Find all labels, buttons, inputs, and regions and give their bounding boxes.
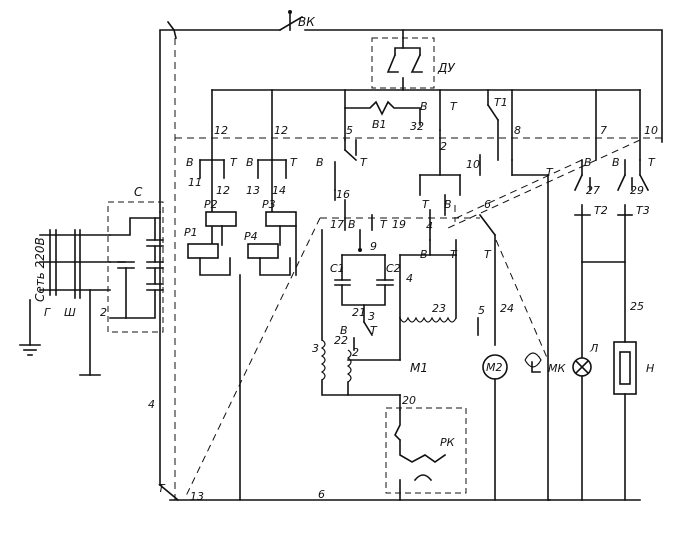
misc-wires <box>429 239 479 336</box>
mark-t: Т <box>380 218 388 231</box>
wire-number: 19 <box>392 218 406 231</box>
capacitor-block-label: С <box>134 185 143 199</box>
wire-number: 22 <box>334 334 348 347</box>
wire-number: 13 <box>190 490 204 503</box>
wire-number: 23 <box>432 302 446 315</box>
wire-number: 6 <box>484 198 491 211</box>
sensor-bus <box>211 89 641 161</box>
mark-t: Т <box>360 156 368 169</box>
wire-number: 20 <box>402 394 416 407</box>
capacitor-c2-label: С2 <box>386 262 401 275</box>
wire-number: 10 <box>466 158 480 171</box>
mark-v: В <box>584 156 592 169</box>
wire-number: 4 <box>426 220 433 233</box>
mark-t: Т <box>290 156 298 169</box>
capacitor-c1-label: С1 <box>330 262 345 275</box>
magnetic-valve-label: МК <box>548 362 566 375</box>
plug-label: Ш <box>64 306 76 319</box>
wire-number: 5 <box>346 124 353 137</box>
mark-v: В <box>420 248 428 261</box>
wire-number: 5 <box>478 304 485 317</box>
mark-v: В <box>316 156 324 169</box>
mark-t: Т <box>370 324 378 337</box>
wire-number: 25 <box>630 300 644 313</box>
loads <box>482 159 650 501</box>
mark-t: Т <box>648 156 656 169</box>
relay-group <box>187 159 297 501</box>
heater-label: Н <box>646 362 654 375</box>
wire-number: 11 <box>188 176 202 189</box>
wire-number: 2 <box>352 346 359 359</box>
lamp-label: Л <box>589 342 598 355</box>
switch-b1-label: В1 <box>372 118 387 131</box>
mark-t: Т <box>546 166 554 179</box>
program-relay-label: РК <box>440 436 456 449</box>
wire-number: 14 <box>272 184 286 197</box>
mark-v: В <box>340 324 348 337</box>
mark-t: Т <box>484 248 492 261</box>
wire-number: 3 <box>368 310 375 323</box>
wire-number: 27 <box>586 184 600 197</box>
wire-number: 4 <box>148 398 155 411</box>
mark-v: В <box>186 156 194 169</box>
motor-m1 <box>320 229 457 411</box>
mark-v: В <box>612 156 620 169</box>
program-linkage <box>174 38 665 500</box>
pressure-sensor <box>371 29 435 91</box>
relay-p4-label: Р4 <box>244 230 258 243</box>
mark-v: В <box>246 156 254 169</box>
wire-number: 24 <box>500 302 514 315</box>
motor-m1-label: М1 <box>410 361 428 375</box>
wire-number: 12 <box>274 124 288 137</box>
wire-number: 17 <box>330 218 344 231</box>
mark-t: Т <box>450 248 458 261</box>
wire-number: 29 <box>630 184 644 197</box>
wire-number: 32 <box>410 120 424 133</box>
wire-number: 6 <box>318 488 325 501</box>
thermostat-t2-label: Т2 <box>594 204 608 217</box>
thermostat-t3-label: Т3 <box>636 204 650 217</box>
motor-capacitors <box>334 214 394 351</box>
program-relay <box>385 407 467 501</box>
contact-16 <box>334 139 358 231</box>
wire-number: 16 <box>336 188 350 201</box>
mark-v: В <box>348 218 356 231</box>
ground-label: Г <box>44 306 51 319</box>
power-bus <box>158 10 663 502</box>
relay-p2-label: Р2 <box>204 198 218 211</box>
mark-t: Т <box>422 198 430 211</box>
mark-t: Т <box>158 482 166 495</box>
wire-number: 2 <box>100 306 107 319</box>
wire-number: 8 <box>514 124 521 137</box>
wire-number: 12 <box>214 124 228 137</box>
mains-label: Сеть 220В <box>33 237 47 302</box>
mark-t: Т <box>450 100 458 113</box>
wire-number: 12 <box>216 184 230 197</box>
wire-number: 4 <box>406 272 413 285</box>
mark-t: Т <box>230 156 238 169</box>
mark-v: В <box>420 100 428 113</box>
mains-input <box>19 201 164 376</box>
thermostat-t1-label: Т1 <box>494 96 508 109</box>
wire-number: 3 <box>312 342 319 355</box>
pressure-sensor-label: ДУ <box>437 61 455 75</box>
wire-number: 10 <box>644 124 658 137</box>
switch-b1 <box>344 100 421 126</box>
mark-v: В <box>444 198 452 211</box>
wire-number: 13 <box>246 184 260 197</box>
main-switch-label: ВК <box>298 15 315 29</box>
wire-number: 2 <box>440 140 447 153</box>
wire-number: 7 <box>600 124 607 137</box>
wire-number: 21 <box>352 306 366 319</box>
wire-number: 9 <box>370 240 377 253</box>
motor-m2-label: М2 <box>486 361 503 374</box>
relay-p1-label: Р1 <box>184 226 198 239</box>
relay-p3-label: Р3 <box>262 198 276 211</box>
central-contacts <box>419 129 549 501</box>
